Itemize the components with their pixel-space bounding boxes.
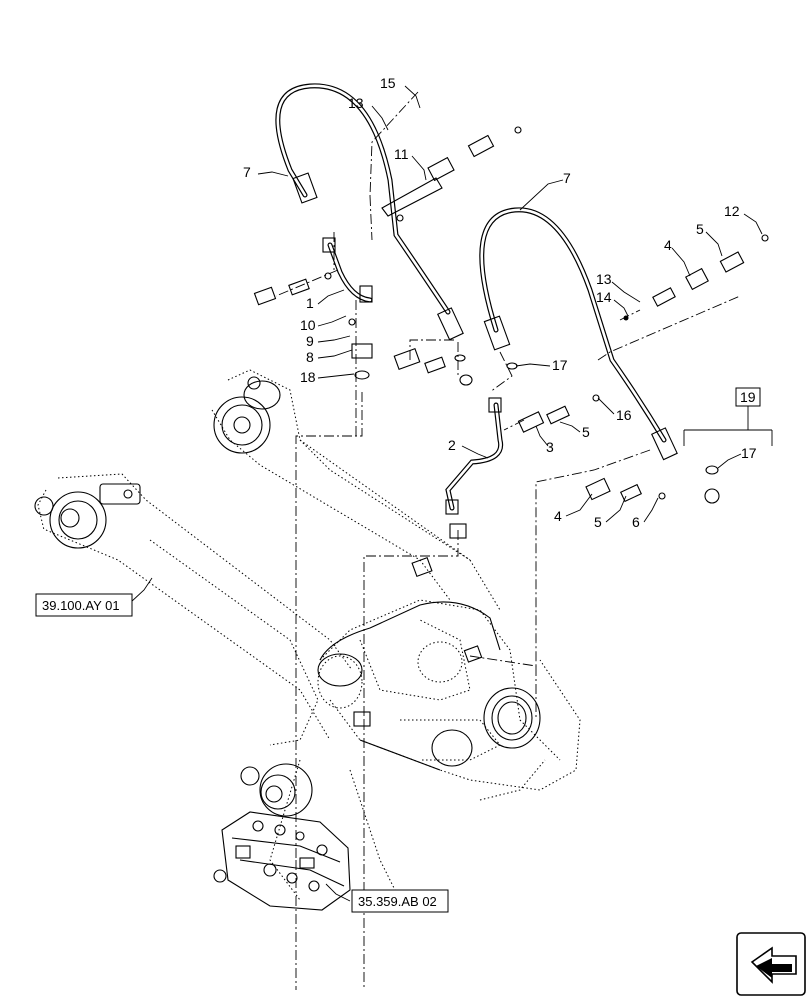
callout-6: 6 <box>632 514 640 530</box>
callout-4: 4 <box>664 237 672 253</box>
hose-7-right <box>479 207 678 461</box>
clamp-bracket-11 <box>381 126 522 222</box>
callout-13: 13 <box>596 271 612 287</box>
callout-5: 5 <box>582 424 590 440</box>
callout-labels: 15 13 11 7 7 12 5 4 13 14 1 10 9 8 18 17… <box>243 75 761 530</box>
pivot-pin-gears <box>34 376 541 817</box>
control-valve-block <box>213 811 351 911</box>
callout-8: 8 <box>306 349 314 365</box>
reference-label-boom: 39.100.AY 01 <box>42 598 120 613</box>
callout-17: 17 <box>741 445 757 461</box>
callout-7: 7 <box>563 170 571 186</box>
callout-14: 14 <box>596 289 612 305</box>
callout-4: 4 <box>554 508 562 524</box>
clamp-parts-right <box>623 234 769 321</box>
callout-3: 3 <box>546 439 554 455</box>
callout-9: 9 <box>306 333 314 349</box>
reference-valve[interactable]: 35.359.AB 02 <box>351 889 449 913</box>
callout-18: 18 <box>300 369 316 385</box>
clamp-parts-left <box>253 272 373 380</box>
lower-pivot-gear <box>240 763 313 817</box>
callout-16: 16 <box>616 407 632 423</box>
clamp-parts-center <box>393 347 600 433</box>
callout-1: 1 <box>306 295 314 311</box>
callout-7: 7 <box>243 164 251 180</box>
callout-15: 15 <box>380 75 396 91</box>
previous-page-arrow-icon[interactable] <box>736 932 806 996</box>
upper-pivot-gear <box>213 376 281 454</box>
callout-5: 5 <box>696 221 704 237</box>
front-pivot-gear <box>34 483 141 549</box>
callout-17: 17 <box>552 357 568 373</box>
leader-lines <box>130 85 773 902</box>
callout-19: 19 <box>740 389 756 405</box>
clamp-parts-lower <box>353 465 720 727</box>
boom-cylinder-bushing <box>317 601 541 771</box>
callout-11: 11 <box>394 146 409 162</box>
callout-10: 10 <box>300 317 316 333</box>
tube-1 <box>322 237 373 303</box>
callout-5: 5 <box>594 514 602 530</box>
reference-boom[interactable]: 39.100.AY 01 <box>35 593 133 617</box>
callout-19-box <box>735 387 761 407</box>
reference-label-valve: 35.359.AB 02 <box>358 894 437 909</box>
callout-2: 2 <box>448 437 456 453</box>
assembly-lines <box>275 91 741 990</box>
callout-13: 13 <box>348 95 364 111</box>
callout-12: 12 <box>724 203 740 219</box>
hose-7-left <box>275 83 464 341</box>
tube-2 <box>445 397 504 515</box>
